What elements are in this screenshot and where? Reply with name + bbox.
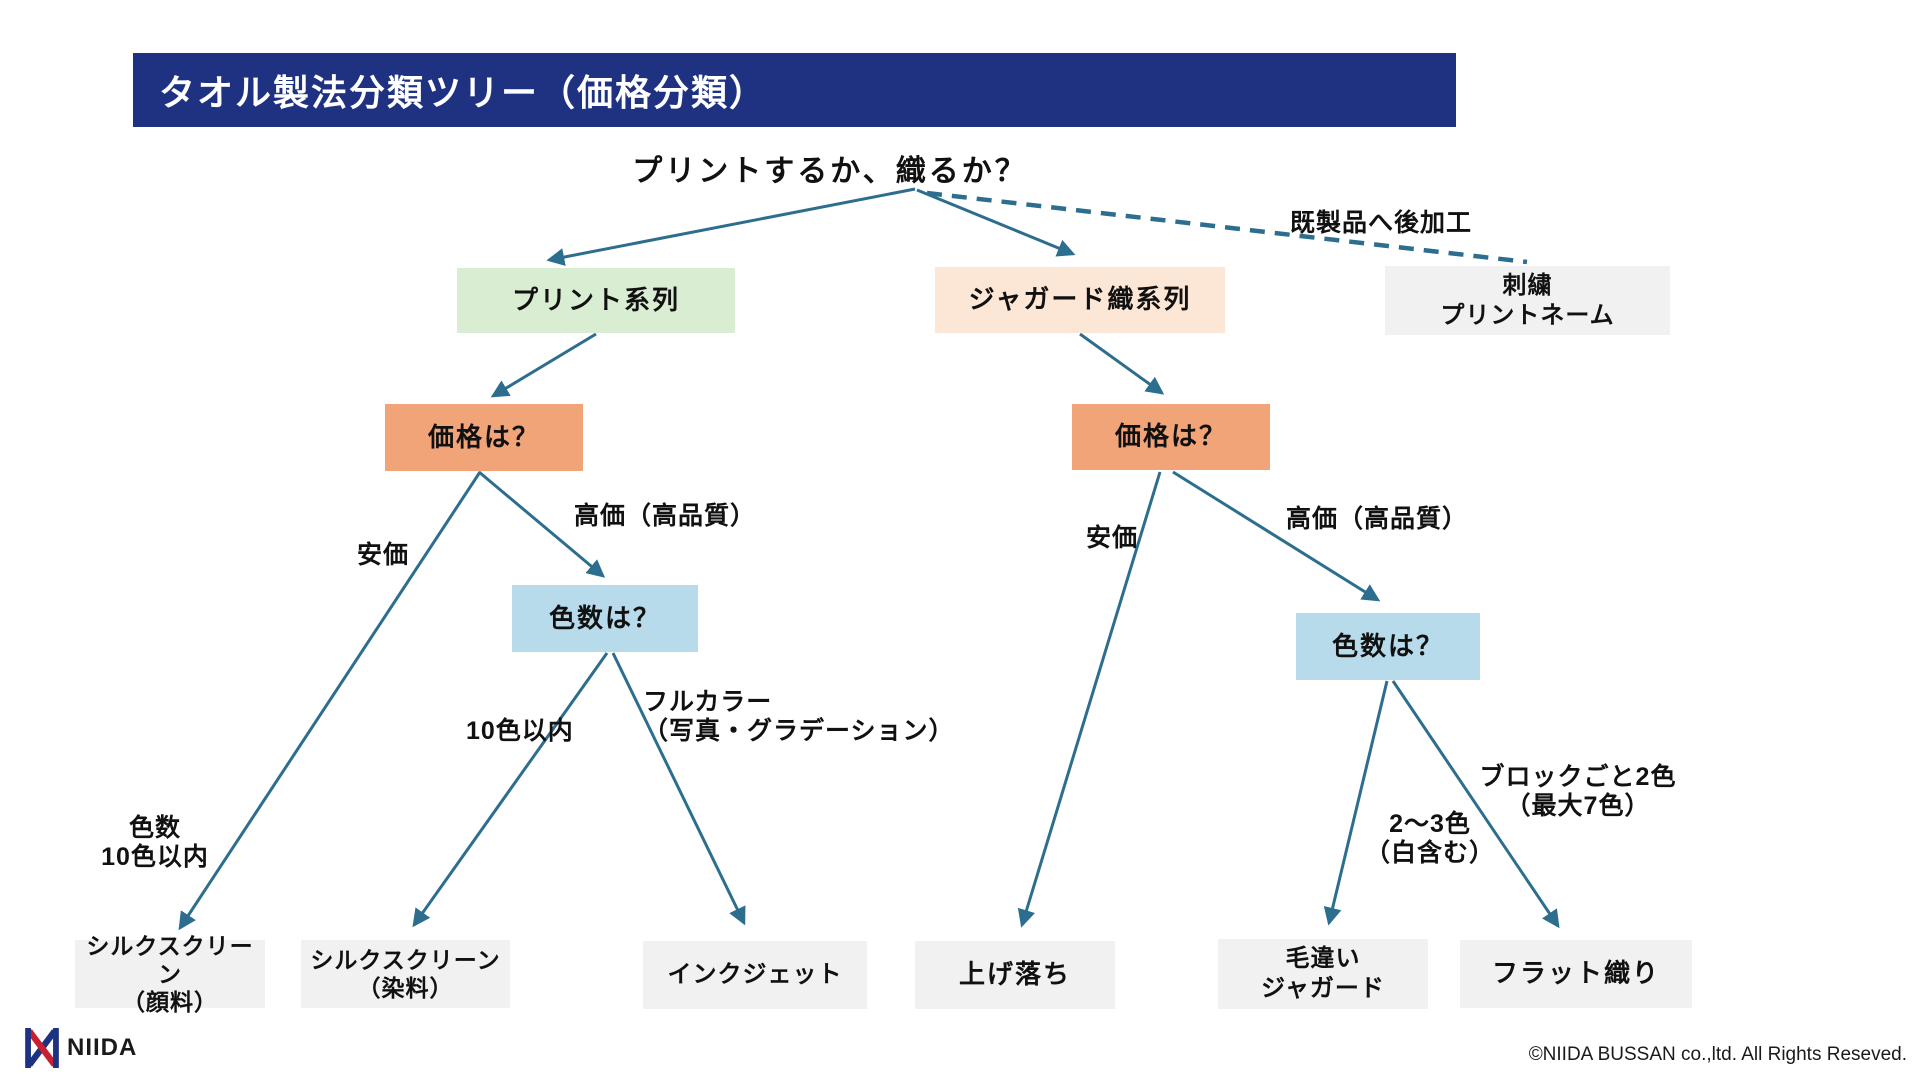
node-colors-question-print: 色数は？ <box>512 585 698 652</box>
edge-label-cheap-print: 安価 <box>357 541 410 569</box>
edge-label-block-colors: ブロックごと2色 （最大7色） <box>1479 763 1677 820</box>
edge-label-fullcolor: フルカラー （写真・グラデーション） <box>643 688 955 745</box>
page-title: タオル製法分類ツリー（価格分類） <box>159 72 768 113</box>
edge-colors-to-silkscreen-dye <box>412 652 609 928</box>
leaf-ageochi: 上げ落ち <box>915 941 1115 1009</box>
edge-colors-to-kechigai <box>1323 680 1389 926</box>
edge-label-cheap-jacquard: 安価 <box>1086 524 1139 552</box>
edge-label-post-processing: 既製品へ後加工 <box>1290 209 1473 237</box>
node-price-question-jacquard: 価格は？ <box>1072 404 1270 470</box>
node-jacquard-series: ジャガード織系列 <box>935 267 1225 333</box>
edge-root-to-print-series <box>546 187 916 266</box>
title-bar: タオル製法分類ツリー（価格分類） <box>133 53 1456 127</box>
edge-label-2-3-colors: 2～3色 （白含む） <box>1364 810 1495 867</box>
edge-label-expensive-jacquard: 高価（高品質） <box>1286 505 1469 533</box>
edge-label-pigment-colors: 色数 10色以内 <box>101 814 209 871</box>
edge-label-under-10-colors: 10色以内 <box>466 717 574 745</box>
root-question: プリントするか、織るか？ <box>632 155 1028 188</box>
node-print-series: プリント系列 <box>457 268 735 333</box>
leaf-silkscreen-pigment: シルクスクリーン （顔料） <box>75 933 265 1015</box>
edge-price-to-colors-right <box>1172 470 1381 602</box>
edge-root-to-jacquard-series <box>916 188 1076 257</box>
edge-label-expensive-print: 高価（高品質） <box>574 502 757 530</box>
node-embroidery-printname: 刺繍 プリントネーム <box>1385 266 1670 335</box>
leaf-flat-weave: フラット織り <box>1460 940 1692 1008</box>
node-colors-question-jacquard: 色数は？ <box>1296 613 1480 680</box>
copyright-text: ©NIIDA BUSSAN co.,ltd. All Rights Reseve… <box>1528 1044 1907 1065</box>
edge-print-to-price <box>490 332 597 398</box>
brand-logo: NIIDA <box>25 1028 137 1068</box>
node-price-question-print: 価格は？ <box>385 404 583 471</box>
brand-name: NIIDA <box>67 1034 138 1061</box>
edge-jacquard-to-price <box>1079 332 1165 395</box>
leaf-silkscreen-dye: シルクスクリーン （染料） <box>301 940 510 1008</box>
leaf-inkjet: インクジェット <box>643 941 867 1009</box>
niida-logo-icon <box>25 1028 59 1068</box>
leaf-kechigai-jacquard: 毛違い ジャガード <box>1218 939 1428 1009</box>
